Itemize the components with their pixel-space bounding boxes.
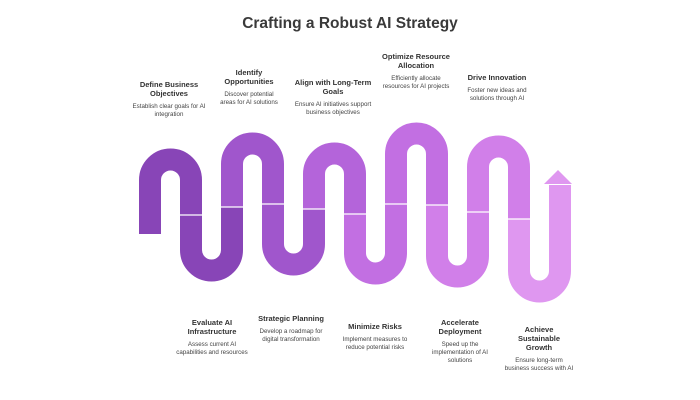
step-heading: Evaluate AI Infrastructure xyxy=(187,318,237,336)
step-heading: Drive Innovation xyxy=(467,73,527,82)
step-description: Efficiently allocate resources for AI pr… xyxy=(382,75,450,90)
path-segment xyxy=(344,204,407,285)
step-heading: Strategic Planning xyxy=(258,314,324,323)
path-segment xyxy=(221,132,284,207)
step-achieve-sustainable-growth: Achieve Sustainable Growth Ensure long-t… xyxy=(504,325,574,373)
step-heading: Achieve Sustainable Growth xyxy=(517,325,561,352)
diagram-title: Crafting a Robust AI Strategy xyxy=(242,15,458,32)
step-heading: Minimize Risks xyxy=(348,322,402,331)
step-identify-opportunities: Identify Opportunities Discover potentia… xyxy=(216,68,282,107)
path-segment xyxy=(426,205,489,288)
step-define-business-objectives: Define Business Objectives Establish cle… xyxy=(128,80,210,119)
step-description: Speed up the implementation of AI soluti… xyxy=(431,341,489,364)
step-heading: Identify Opportunities xyxy=(224,68,274,86)
step-align-with-long-term-goals: Align with Long-Term Goals Ensure AI ini… xyxy=(294,78,372,117)
step-description: Establish clear goals for AI integration xyxy=(132,103,206,118)
path-segment xyxy=(467,135,530,219)
step-heading: Align with Long-Term Goals xyxy=(294,78,372,96)
arrow-head xyxy=(544,170,572,184)
step-evaluate-ai-infrastructure: Evaluate AI Infrastructure Assess curren… xyxy=(176,318,248,357)
step-heading: Define Business Objectives xyxy=(139,80,199,98)
step-description: Discover potential areas for AI solution… xyxy=(220,91,278,106)
path-segment xyxy=(139,148,202,234)
step-description: Implement measures to reduce potential r… xyxy=(342,336,408,351)
path-segment xyxy=(508,185,571,303)
step-strategic-planning: Strategic Planning Develop a roadmap for… xyxy=(256,314,326,344)
step-minimize-risks: Minimize Risks Implement measures to red… xyxy=(338,322,412,352)
step-description: Foster new ideas and solutions through A… xyxy=(467,87,527,102)
step-description: Develop a roadmap for digital transforma… xyxy=(259,328,323,343)
step-description: Ensure AI initiatives support business o… xyxy=(294,101,372,116)
path-segment xyxy=(262,204,325,276)
path-segment xyxy=(385,122,448,205)
path-segment xyxy=(180,207,243,282)
step-accelerate-deployment: Accelerate Deployment Speed up the imple… xyxy=(422,318,498,364)
step-optimize-resource-allocation: Optimize Resource Allocation Efficiently… xyxy=(378,52,454,91)
step-description: Ensure long-term business success with A… xyxy=(504,357,574,372)
path-segment xyxy=(303,142,366,214)
step-heading: Optimize Resource Allocation xyxy=(382,52,450,70)
step-description: Assess current AI capabilities and resou… xyxy=(176,341,248,356)
step-drive-innovation: Drive Innovation Foster new ideas and so… xyxy=(462,73,532,103)
step-heading: Accelerate Deployment xyxy=(438,318,482,336)
